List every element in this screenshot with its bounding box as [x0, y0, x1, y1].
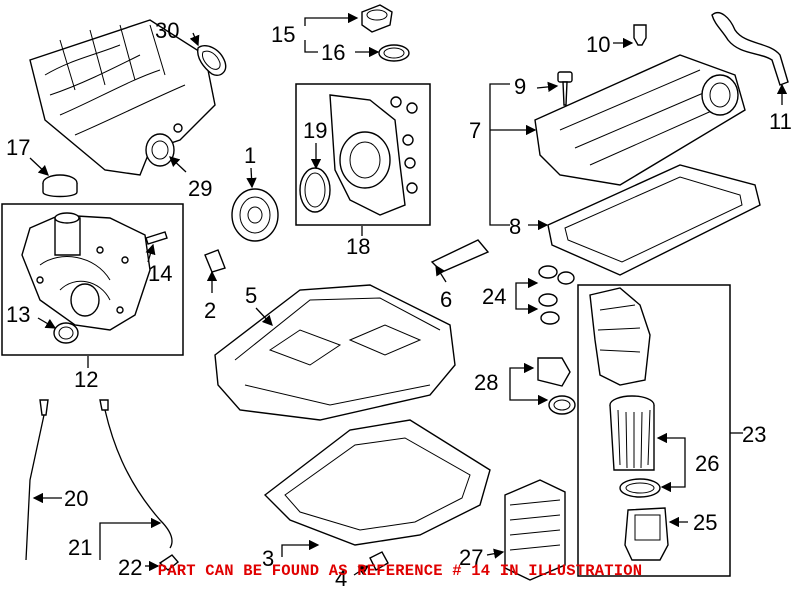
- gasket-30: [197, 44, 227, 76]
- callout-12: 12: [74, 367, 98, 392]
- intake-manifold: [29, 19, 216, 176]
- callout-28: 28: [474, 370, 498, 395]
- hose-11: [711, 12, 789, 86]
- dipstick-tube-21: [99, 399, 173, 549]
- group-box-18: [295, 83, 431, 226]
- callout-18: 18: [346, 234, 370, 259]
- callout-20: 20: [64, 486, 88, 511]
- callout-6: 6: [440, 287, 452, 312]
- plug-2: [204, 249, 226, 273]
- sensor-10: [633, 24, 647, 46]
- group-box-12: [1, 203, 184, 356]
- seals-24: [538, 265, 575, 325]
- callout-21: 21: [68, 535, 92, 560]
- oil-cap-15: [361, 4, 393, 33]
- callout-30: 30: [155, 18, 179, 43]
- callout-9: 9: [514, 74, 526, 99]
- o-ring-16: [378, 44, 410, 62]
- callout-22: 22: [118, 555, 142, 580]
- callout-5: 5: [245, 283, 257, 308]
- callout-numbers: 30 17 29 1 2 5 14 13 12 15 16 19 18 10 9…: [6, 18, 792, 589]
- o-ring-26: [619, 478, 661, 498]
- part-6: [430, 239, 490, 273]
- callout-1: 1: [244, 143, 256, 168]
- callout-11: 11: [769, 109, 792, 134]
- leader-lines: [29, 12, 788, 576]
- callout-17: 17: [6, 135, 30, 160]
- callout-10: 10: [586, 32, 610, 57]
- callout-15: 15: [271, 22, 295, 47]
- seal-17: [42, 174, 78, 198]
- valve-cover-gasket-8: [547, 164, 761, 276]
- dowel-14: [145, 231, 168, 245]
- callout-16: 16: [321, 40, 345, 65]
- timing-cover: [21, 212, 151, 331]
- lower-oil-pan-3: [263, 419, 491, 546]
- bolt-9: [557, 71, 573, 106]
- callout-4: 4: [335, 566, 347, 589]
- callout-29: 29: [188, 176, 212, 201]
- callout-24: 24: [482, 284, 506, 309]
- seal-13: [53, 322, 79, 344]
- callout-3: 3: [262, 546, 274, 571]
- oil-cooler-27: [504, 479, 566, 581]
- pulley-1: [231, 188, 279, 242]
- dipstick-20: [25, 399, 49, 561]
- callout-25: 25: [693, 510, 717, 535]
- callout-26: 26: [695, 451, 719, 476]
- gaskets-28: [537, 357, 576, 415]
- valve-cover-7: [534, 54, 746, 186]
- reference-note: PART CAN BE FOUND AS REFERENCE # 14 IN I…: [157, 562, 643, 580]
- oil-filter-26: [609, 395, 655, 471]
- callout-13: 13: [6, 302, 30, 327]
- filter-cap-25: [624, 507, 669, 561]
- part-4: [369, 551, 389, 571]
- callout-14: 14: [148, 261, 172, 286]
- oil-filter-housing-23: [589, 287, 651, 386]
- callout-8: 8: [509, 214, 521, 239]
- part-22: [158, 554, 180, 571]
- callout-19: 19: [303, 118, 327, 143]
- callout-2: 2: [204, 298, 216, 323]
- callout-23: 23: [742, 422, 766, 447]
- upper-oil-pan-5: [214, 284, 456, 421]
- callout-7: 7: [469, 118, 481, 143]
- group-box-23: [577, 284, 731, 577]
- callout-27: 27: [459, 545, 483, 570]
- rear-cover-18: [299, 94, 418, 216]
